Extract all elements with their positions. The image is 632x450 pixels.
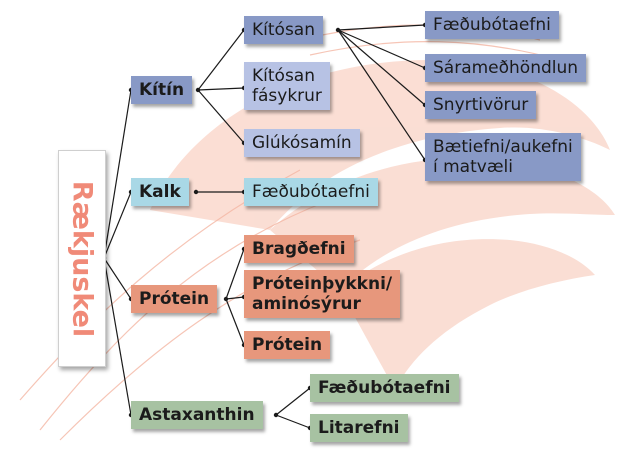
node-kitin: Kítín bbox=[131, 76, 192, 104]
node-proteinthykkni-line2: aminósýrur bbox=[252, 294, 392, 314]
node-snyrtivorur: Snyrtivörur bbox=[425, 91, 536, 119]
node-kalk: Kalk bbox=[131, 178, 189, 206]
node-sarameohondlun: Sárameðhöndlun bbox=[425, 54, 586, 82]
node-kitosan-fasykrur-line1: Kítósan bbox=[252, 66, 322, 86]
root-label: Rækjuskel bbox=[67, 180, 98, 336]
node-baetiefni: Bætiefni/aukefni í matvæli bbox=[425, 133, 581, 181]
node-baetiefni-line2: í matvæli bbox=[433, 157, 573, 177]
node-kitosan-fasykrur: Kítósan fásykrur bbox=[244, 62, 330, 110]
node-glukosamin: Glúkósamín bbox=[244, 129, 360, 157]
node-astaxanthin-faedubotaefni: Fæðubótaefni bbox=[310, 374, 459, 402]
node-kitosan: Kítósan bbox=[244, 16, 323, 44]
node-astaxanthin: Astaxanthin bbox=[131, 401, 263, 429]
node-kitosan-fasykrur-line2: fásykrur bbox=[252, 86, 322, 106]
node-protein: Prótein bbox=[131, 285, 217, 313]
node-protein-item: Prótein bbox=[244, 331, 330, 359]
node-baetiefni-line1: Bætiefni/aukefni bbox=[433, 137, 573, 157]
node-kalk-faedubotaefni: Fæðubótaefni bbox=[244, 178, 378, 206]
node-proteinthykkni: Próteinþykkni/ aminósýrur bbox=[244, 270, 400, 318]
node-kitosan-faedubotaefni: Fæðubótaefni bbox=[425, 11, 559, 39]
node-litarefni: Litarefni bbox=[310, 414, 408, 442]
node-proteinthykkni-line1: Próteinþykkni/ bbox=[252, 274, 392, 294]
root-node: Rækjuskel bbox=[58, 150, 106, 367]
node-bragdefni: Bragðefni bbox=[244, 235, 354, 263]
